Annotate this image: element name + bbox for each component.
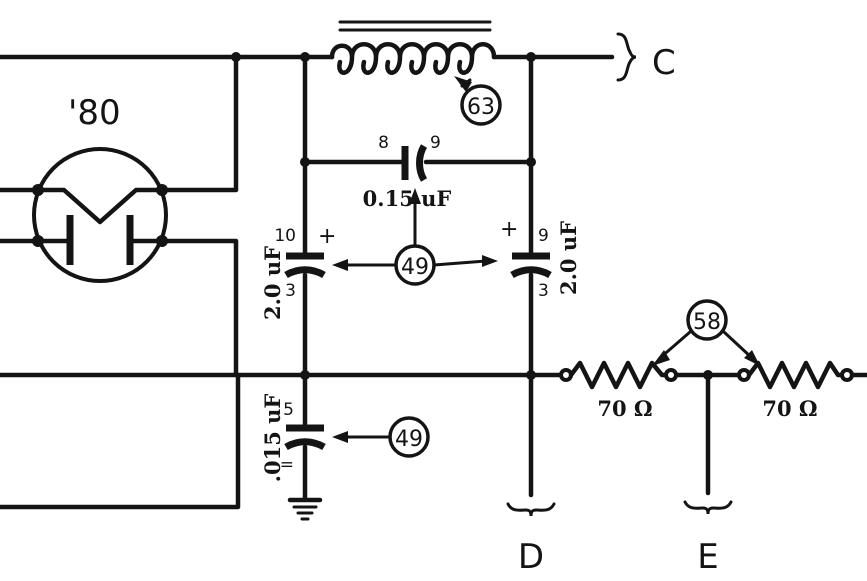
terminal-e-label: E bbox=[697, 537, 718, 577]
choke-inductor bbox=[329, 20, 497, 75]
coupling-cap-pin-right: 9 bbox=[430, 133, 441, 153]
bypass-cap-pin-bottom: = bbox=[280, 455, 294, 475]
arrow-left-icon bbox=[332, 259, 348, 271]
wires bbox=[0, 54, 747, 510]
resistor-ref-label: 58 bbox=[693, 310, 721, 335]
arrow-left-icon bbox=[332, 431, 348, 443]
resistor-left-value: 70 Ω bbox=[597, 396, 652, 421]
filter-cap-ref-bubble: 49 bbox=[332, 244, 498, 286]
terminal-c: C bbox=[616, 32, 676, 83]
bypass-cap-ref-label: 49 bbox=[395, 427, 423, 452]
ground-icon bbox=[287, 497, 323, 521]
resistor-right-value: 70 Ω bbox=[762, 396, 817, 421]
filter-cap-right-pin-top: 9 bbox=[538, 226, 549, 246]
filter-cap-right-polarity: + bbox=[500, 217, 518, 242]
terminal-d-label: D bbox=[518, 537, 544, 577]
resistor-right: 70 Ω bbox=[737, 360, 867, 421]
filter-capacitor-left: 10 + 3 2.0 uF bbox=[260, 224, 336, 320]
junction-dots bbox=[231, 52, 713, 380]
arrow-icon bbox=[652, 350, 670, 366]
filter-cap-right-pin-bottom: 3 bbox=[538, 281, 549, 301]
coupling-cap-pin-left: 8 bbox=[378, 133, 389, 153]
tube-label: '80 bbox=[68, 93, 121, 133]
coupling-cap-value: 0.15 uF bbox=[363, 186, 452, 211]
filter-cap-right-value: 2.0 uF bbox=[556, 221, 581, 295]
filter-capacitor-right: 9 + 3 2.0 uF bbox=[500, 217, 581, 301]
bypass-cap-value: .015 uF bbox=[260, 394, 285, 483]
bypass-cap-pin-top: 5 bbox=[283, 400, 294, 420]
filter-cap-left-pin-bottom: 3 bbox=[285, 281, 296, 301]
choke-ref-bubble: 63 bbox=[454, 76, 502, 126]
filter-cap-ref-label: 49 bbox=[401, 255, 429, 280]
filter-cap-left-value: 2.0 uF bbox=[260, 246, 285, 320]
arrow-right-icon bbox=[482, 255, 498, 267]
bypass-cap-ref-bubble: 49 bbox=[332, 416, 430, 458]
bypass-capacitor: 5 = .015 uF bbox=[260, 394, 326, 483]
choke-ref-label: 63 bbox=[467, 95, 495, 120]
arrow-icon bbox=[744, 350, 760, 366]
coupling-capacitor: 8 9 0.15 uF bbox=[363, 133, 452, 211]
terminal-d: D bbox=[506, 502, 556, 577]
filter-cap-left-pin-top: 10 bbox=[274, 226, 296, 246]
arrow-head-icon bbox=[409, 188, 421, 204]
rectifier-tube: '80 bbox=[32, 93, 168, 283]
resistor-left: 70 Ω bbox=[559, 360, 678, 421]
resistor-ref-bubble: 58 bbox=[652, 299, 760, 366]
terminal-c-label: C bbox=[652, 43, 676, 83]
filter-cap-left-polarity: + bbox=[318, 224, 336, 249]
terminal-e: E bbox=[683, 500, 733, 577]
